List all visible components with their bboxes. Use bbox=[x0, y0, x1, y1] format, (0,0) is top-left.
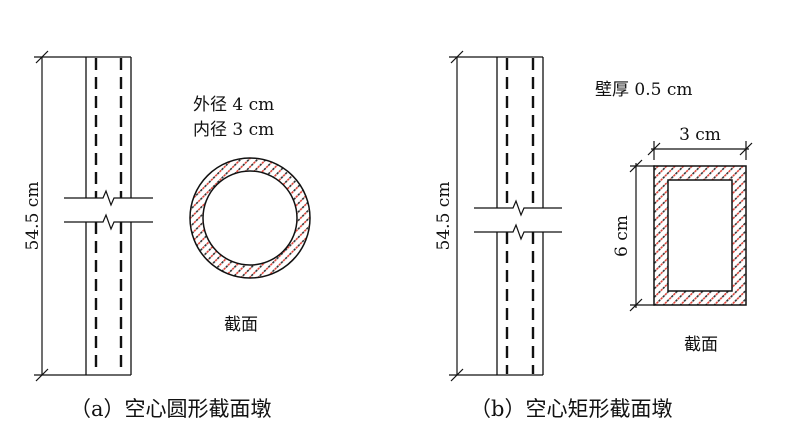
panel-a-pier-column bbox=[64, 56, 153, 376]
panel-b: 54.5 cm 壁厚 0.5 cm 3 cm bbox=[434, 50, 753, 421]
panel-b-depth-label: 6 cm bbox=[612, 215, 632, 257]
panel-b-height-label: 54.5 cm bbox=[434, 182, 454, 251]
panel-b-section-label: 截面 bbox=[684, 335, 718, 355]
panel-b-pier-column bbox=[474, 56, 562, 376]
panel-b-rectangular-section bbox=[653, 165, 747, 306]
panel-a-caption: （a）空心圆形截面墩 bbox=[70, 397, 272, 421]
panel-b-width-dimension bbox=[647, 141, 753, 160]
panel-b-height-dimension bbox=[449, 50, 497, 382]
panel-a-outer-diameter: 外径 4 cm bbox=[193, 95, 274, 115]
panel-a-section-label: 截面 bbox=[224, 315, 258, 335]
panel-b-width-label: 3 cm bbox=[679, 125, 721, 145]
panel-a-height-dimension bbox=[34, 50, 86, 382]
panel-b-caption: （b）空心矩形截面墩 bbox=[470, 397, 672, 421]
panel-a-circular-section bbox=[189, 157, 311, 279]
panel-a-inner-diameter: 内径 3 cm bbox=[193, 120, 274, 140]
panel-b-depth-dimension bbox=[629, 159, 655, 312]
panel-a-height-label: 54.5 cm bbox=[23, 182, 43, 251]
panel-a: 54.5 cm 外径 4 cm 内径 3 cm 截面 bbox=[23, 50, 311, 421]
panel-b-wall-thickness: 壁厚 0.5 cm bbox=[595, 80, 692, 100]
